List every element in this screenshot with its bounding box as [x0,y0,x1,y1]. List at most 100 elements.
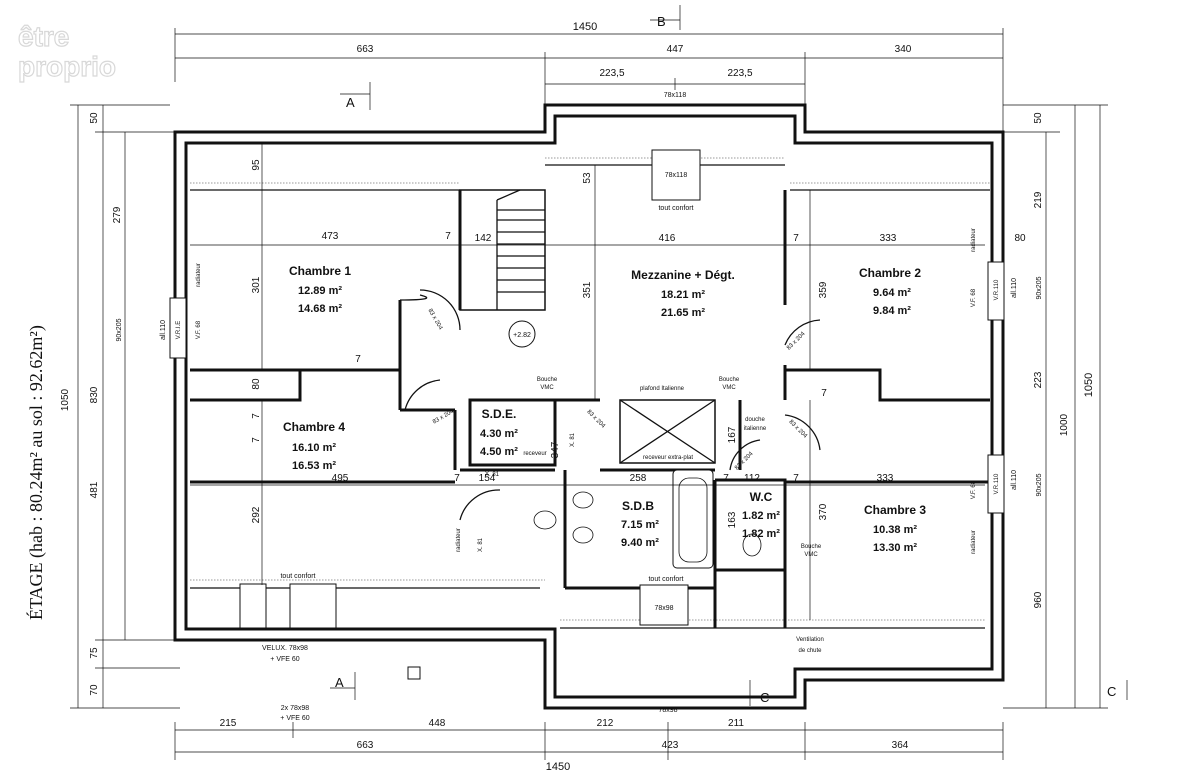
dim-right-j: all.110 [1011,470,1018,490]
room-name: Mezzanine + Dégt. [631,268,735,282]
logo-line1: être [18,21,69,52]
label-door-1: 83 x 204 [427,308,444,332]
room-area-hab: 16.10 m² [292,442,336,454]
bottom-dimensions: 215 448 212 211 663 423 364 1450 2x 78x9… [174,705,1004,773]
room-area-sol: 9.40 m² [621,537,659,549]
section-b-top: B [657,14,666,29]
dim-7h: 7 [821,388,827,399]
dim-258: 258 [630,473,647,484]
room-area-sol: 13.30 m² [873,542,917,554]
dim-333a: 333 [880,233,897,244]
dim-163: 163 [727,511,738,528]
label-x81-3: X. 81 [485,472,500,478]
dim-7f: 7 [723,473,729,484]
dim-left-a: 50 [89,112,100,124]
label-vf68-right1: V.F. 68 [971,288,977,307]
room-area-hab: 1.82 m² [742,510,780,522]
left-dimensions: 1050 50 279 830 75 70 90x205 all.110 [60,104,180,709]
room-area-sol: 9.84 m² [873,305,911,317]
label-bouche2: Bouche [719,377,740,383]
dim-right-c: 1000 [1059,413,1070,436]
room-area-hab: 18.21 m² [661,289,705,301]
dim-7e: 7 [454,473,460,484]
plan-title: ÉTAGE (hab : 80.24m² au sol : 92.62m²) [25,325,47,620]
dim-142: 142 [475,233,492,244]
label-receveur2: receveur [523,451,546,457]
room-chambre1: Chambre 1 12.89 m² 14.68 m² [289,264,351,315]
dim-7b: 7 [793,233,799,244]
dim-154: 154 [479,473,496,484]
label-vri: V.R.I.E [176,321,182,339]
dim-right-b: 219 [1033,191,1044,208]
dim-right-h: 90x205 [1036,473,1043,496]
label-bouche2b: VMC [722,385,736,391]
label-ventilation2: de chute [798,648,822,654]
dim-left-d: 75 [89,647,100,659]
room-area-sol: 16.53 m² [292,460,336,472]
dim-292: 292 [251,506,262,523]
dim-473: 473 [322,231,339,242]
dim-301: 301 [251,276,262,293]
dim-left-b: 279 [112,206,123,223]
dim-top-d2: 223,5 [727,68,752,79]
room-area-hab: 10.38 m² [873,524,917,536]
dim-top-velux: 78x118 [664,92,687,99]
level-marker: +2.82 [513,332,531,339]
label-radiateur-4: radiateur [456,528,462,552]
room-name: Chambre 1 [289,264,351,278]
dim-right-d: 223 [1033,371,1044,388]
label-bouche1: Bouche [537,377,558,383]
dim-left-f: 90x205 [116,318,123,341]
dim-bottom-e: 663 [357,740,374,751]
label-plafond: plafond Italienne [640,386,685,392]
dim-right-e: 960 [1033,591,1044,608]
logo-line2: proprio [18,51,116,82]
dim-bottom-a: 215 [220,718,237,729]
interior-walls [169,149,1005,680]
section-a-top: A [346,95,355,110]
label-receveur: receveur extra-plat [643,455,693,461]
dim-top-b: 447 [667,44,684,55]
dim-347: 347 [550,441,561,458]
label-tout-confort-mid: tout confort [648,576,683,583]
label-douche: douche [745,417,765,423]
room-sdb: S.D.B 7.15 m² 9.40 m² [621,499,659,549]
dim-bottom-c: 212 [597,718,614,729]
section-a-bottom: A [335,675,344,690]
dim-bottom-velux-b: 78x98 [658,707,677,714]
dim-top-d1: 223,5 [599,68,624,79]
room-chambre2: Chambre 2 9.64 m² 9.84 m² [859,266,921,317]
label-door-5: 83 x 204 [585,409,606,430]
top-dimensions: 1450 663 447 340 223,5 223,5 78x118 [174,21,1004,132]
dim-80: 80 [251,378,262,390]
dim-359: 359 [818,281,829,298]
room-area-hab: 4.30 m² [480,428,518,440]
label-velux-left: VELUX. 78x98 [262,645,308,652]
label-douche2: italienne [744,426,767,432]
label-x81-1: X. 81 [478,537,484,552]
label-radiateur-2: radiateur [971,228,977,252]
dim-7d: 7 [355,354,361,365]
room-area-sol: 21.65 m² [661,307,705,319]
dim-right-a: 50 [1033,112,1044,124]
dim-bottom-total: 1450 [546,761,570,773]
dim-481: 481 [89,481,100,498]
label-velux-left2: + VFE 60 [270,656,299,663]
room-area-sol: 14.68 m² [298,303,342,315]
room-name: Chambre 3 [864,503,926,517]
dim-495: 495 [332,473,349,484]
dim-bottom-f: 423 [662,740,679,751]
logo: être proprio [17,20,116,82]
room-name: Chambre 2 [859,266,921,280]
dim-bottom-velux-a2: + VFE 60 [280,715,309,722]
dim-370: 370 [818,503,829,520]
label-door-3: 83 x 204 [786,331,807,352]
dim-7a: 7 [445,231,451,242]
right-dimensions: 50 219 1000 223 960 1050 80 90x205 90x20… [1003,104,1108,709]
room-wc: W.C 1.82 m² 1.82 m² [742,490,780,540]
label-vf68-left: V.F. 68 [196,320,202,339]
dim-bottom-velux-a: 2x 78x98 [281,705,310,712]
dim-7c: 7 [251,413,262,419]
label-vr110-1: V.R.110 [994,279,1000,300]
